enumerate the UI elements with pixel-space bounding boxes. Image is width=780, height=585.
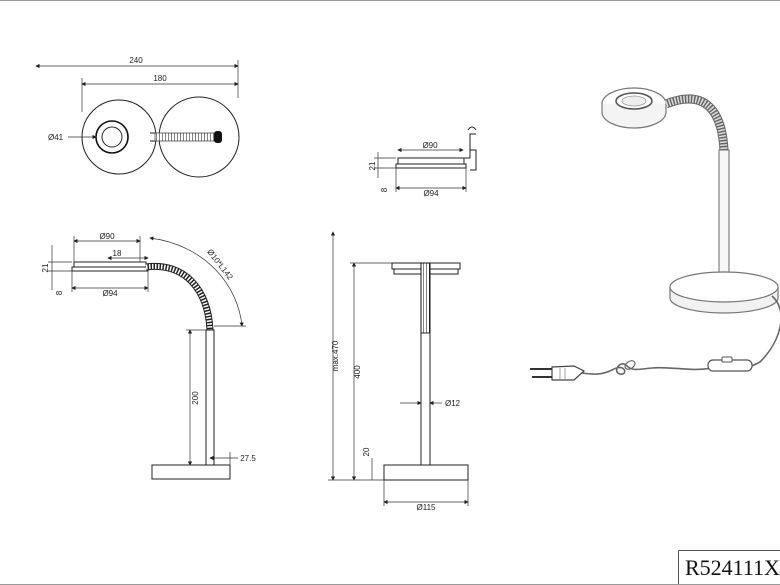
front-view: max.470 400 20 Ø12 Ø115: [328, 231, 469, 512]
dim-diameter-94: Ø94: [423, 189, 439, 198]
dim-18: 18: [113, 249, 122, 258]
dim-total-width: 240: [129, 56, 143, 65]
lamp-perspective-illustration: [581, 87, 780, 375]
dim-diameter-90: Ø90: [422, 141, 438, 150]
dim-diameter-115: Ø115: [417, 503, 437, 512]
dim-height-21: 21: [368, 161, 377, 170]
dim-height-8: 8: [380, 187, 389, 192]
dim-diameter-41: Ø41: [48, 133, 64, 142]
dim-head-span: 180: [153, 74, 167, 83]
dim-diameter-90-side: Ø90: [99, 232, 115, 241]
inline-switch-icon: [707, 356, 753, 372]
dim-height-8-side: 8: [55, 290, 64, 295]
dim-gooseneck: Ø10*L142: [205, 247, 235, 281]
dim-height-21-side: 21: [41, 263, 50, 272]
top-view: 240 180 Ø41: [35, 56, 240, 178]
dim-max-470: max.470: [331, 340, 340, 371]
dim-diameter-12: Ø12: [445, 399, 461, 408]
side-view: Ø90 18 Ø94 21 8 Ø10*L142 200: [41, 232, 256, 480]
euro-plug-icon: [530, 365, 586, 381]
dim-diameter-94-side: Ø94: [102, 289, 118, 298]
dim-stem-200: 200: [191, 391, 200, 405]
dim-offset-27-5: 27.5: [240, 454, 256, 463]
dim-20: 20: [362, 447, 371, 456]
dim-400: 400: [353, 365, 362, 379]
product-code: R524111X: [678, 550, 780, 584]
head-detail: Ø90 Ø94 21 8: [368, 126, 477, 198]
